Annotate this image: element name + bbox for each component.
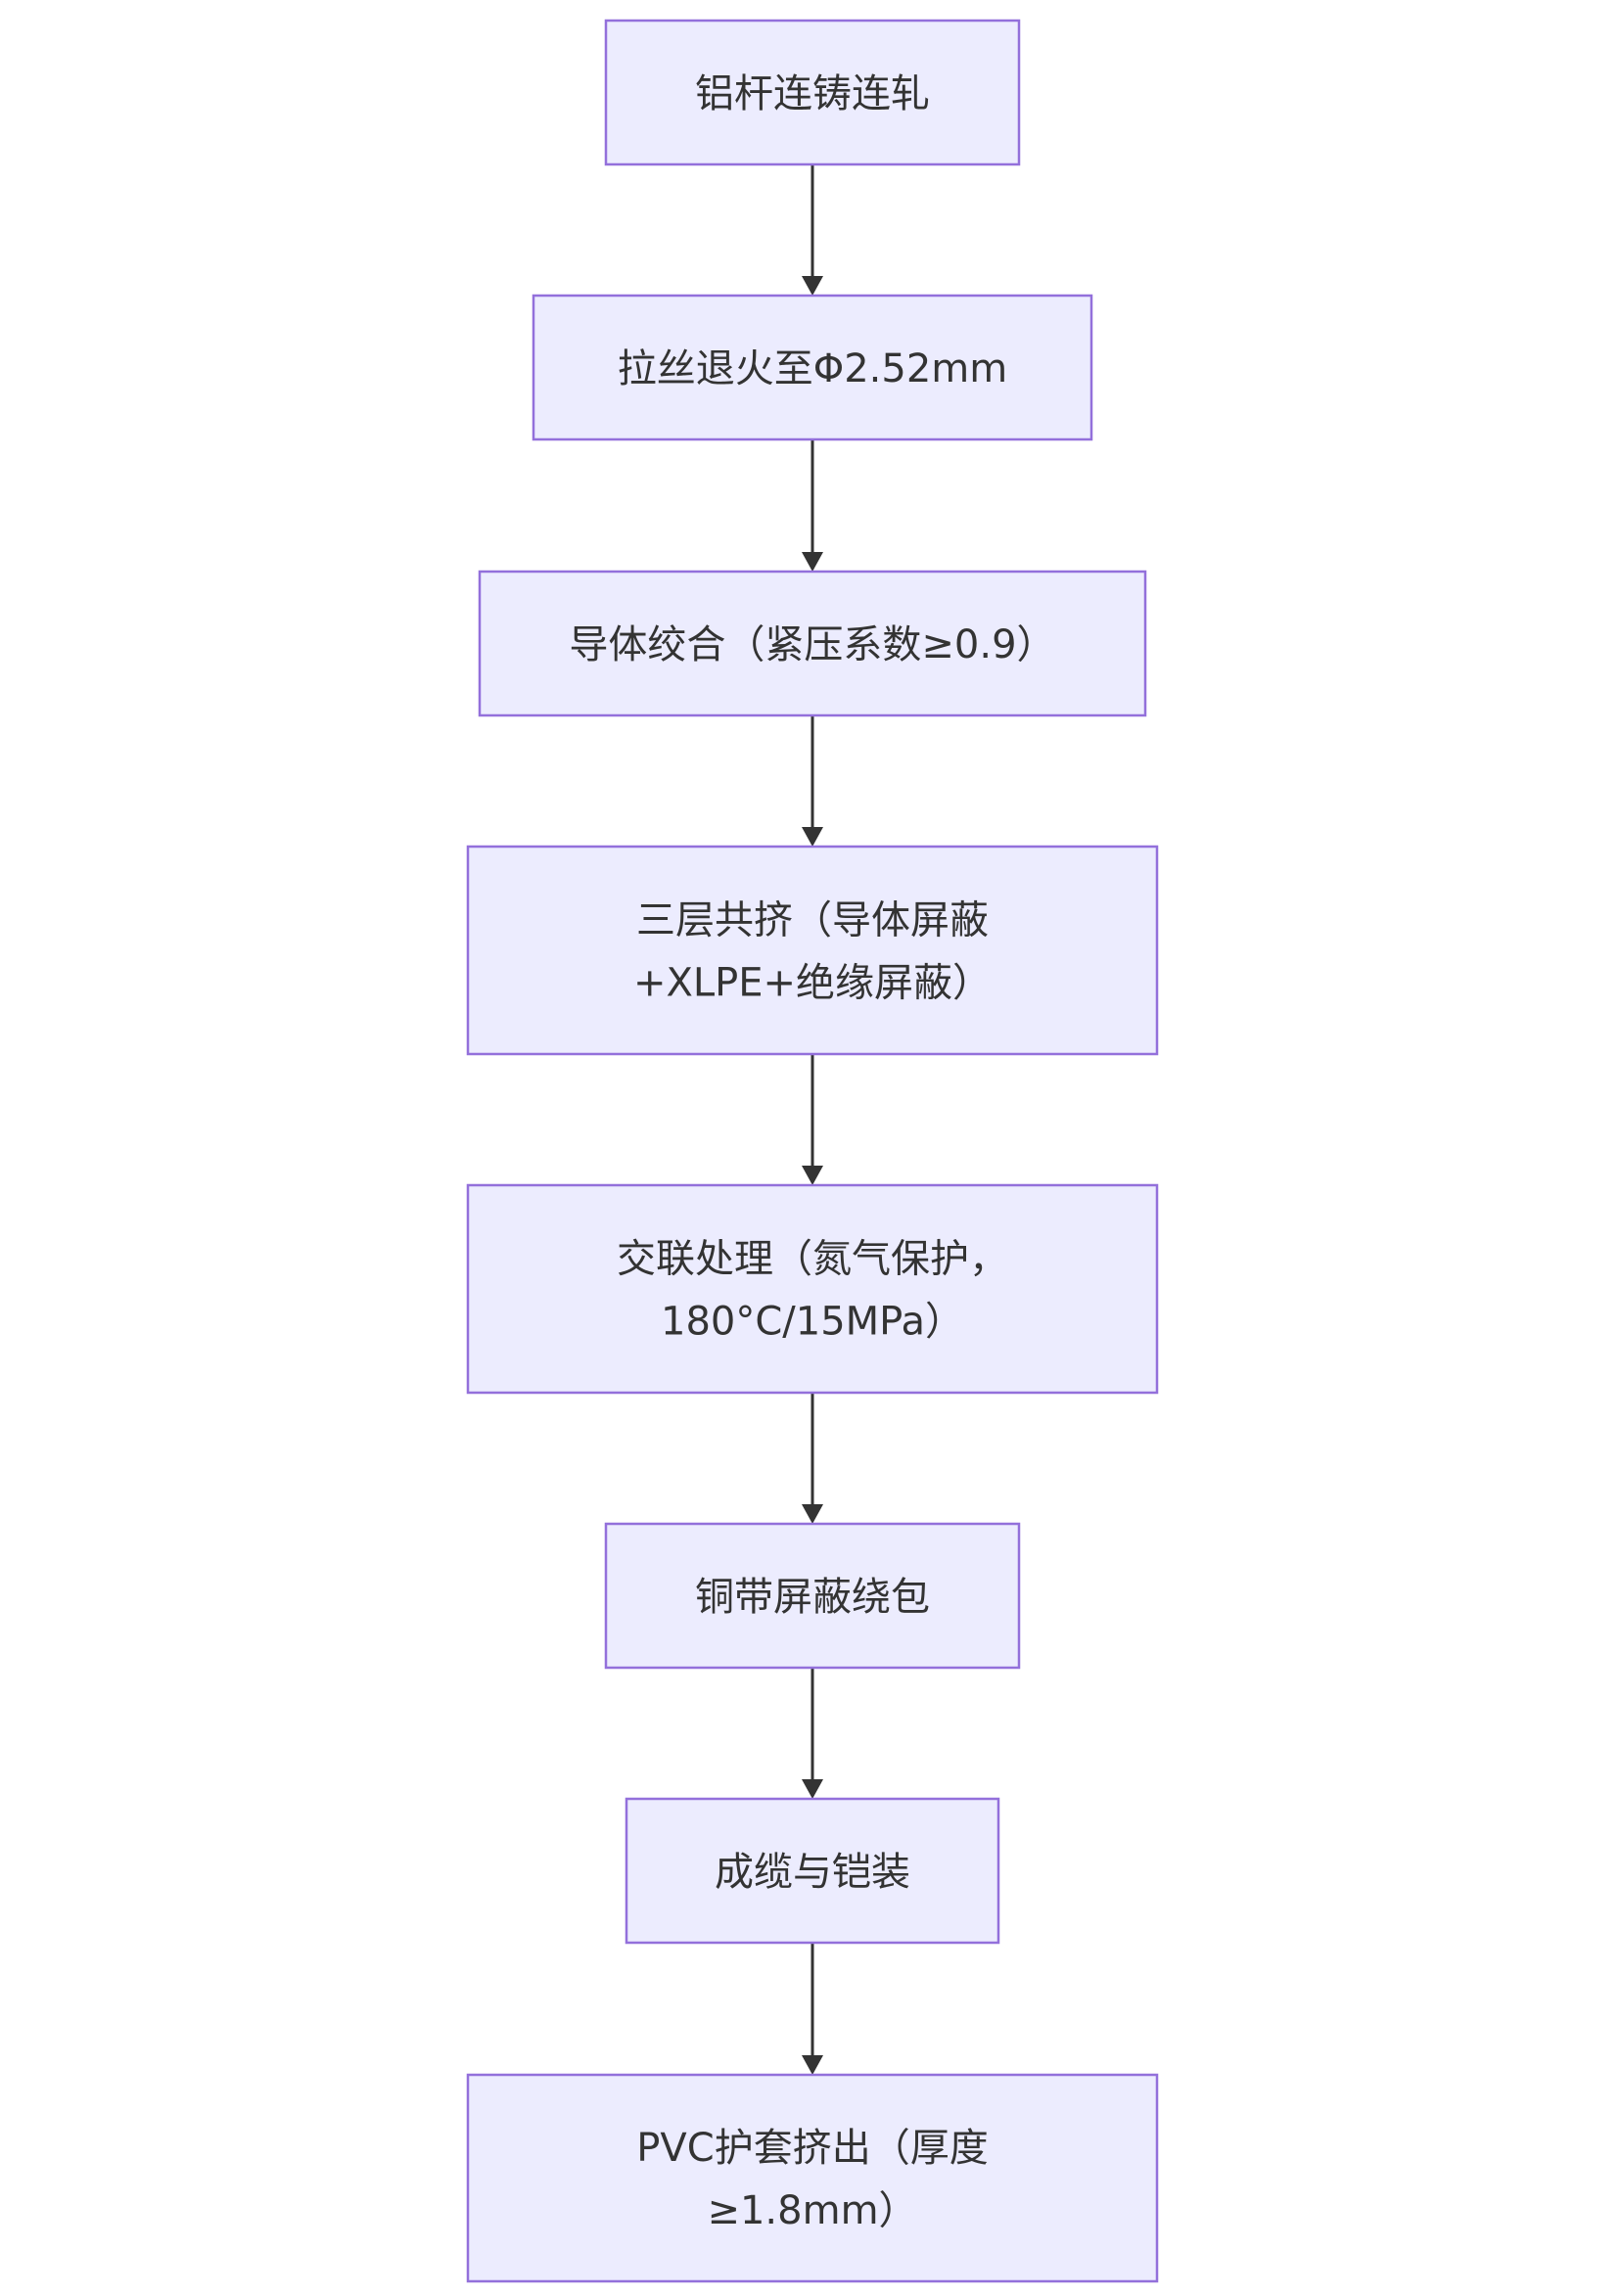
node-label-line: ≥1.8mm）: [707, 2188, 917, 2233]
arrow-head-icon: [802, 1504, 823, 1524]
node-label-line: 拉丝退火至Φ2.52mm: [618, 346, 1007, 391]
node-label-line: 铜带屏蔽绕包: [695, 1575, 930, 1620]
node-label-line: 导体绞合（紧压系数≥0.9）: [569, 622, 1055, 667]
node-cabling-armoring: 成缆与铠装: [625, 1797, 1000, 1945]
arrow-head-icon: [802, 1779, 823, 1799]
node-label-line: 180°C/15MPa）: [661, 1299, 964, 1344]
node-conductor-stranding: 导体绞合（紧压系数≥0.9）: [478, 570, 1147, 717]
node-copper-tape-shielding: 铜带屏蔽绕包: [604, 1522, 1021, 1670]
node-label-line: PVC护套挤出（厚度: [636, 2126, 988, 2171]
node-label-line: 三层共挤（导体屏蔽: [636, 897, 989, 942]
flow-arrow: [802, 1393, 823, 1524]
flow-arrow: [802, 164, 823, 296]
node-label-line: 铝杆连铸连轧: [695, 71, 930, 116]
flow-arrow: [802, 1943, 823, 2075]
arrow-head-icon: [802, 827, 823, 847]
arrow-head-icon: [802, 276, 823, 296]
arrow-head-icon: [802, 2055, 823, 2075]
flow-arrow: [802, 1054, 823, 1185]
arrow-head-icon: [802, 1166, 823, 1185]
flow-arrow: [802, 439, 823, 572]
node-triple-extrusion: 三层共挤（导体屏蔽 +XLPE+绝缘屏蔽）: [466, 845, 1159, 1056]
arrow-head-icon: [802, 552, 823, 572]
node-label-line: 交联处理（氮气保护，: [617, 1236, 1008, 1281]
node-label-line: 成缆与铠装: [715, 1850, 910, 1895]
node-wire-drawing-annealing: 拉丝退火至Φ2.52mm: [532, 294, 1093, 441]
edges-layer: [802, 164, 823, 2075]
node-pvc-sheath-extrusion: PVC护套挤出（厚度 ≥1.8mm）: [466, 2073, 1159, 2283]
node-crosslinking: 交联处理（氮气保护， 180°C/15MPa）: [466, 1183, 1159, 1395]
flow-arrow: [802, 715, 823, 847]
node-label-line: +XLPE+绝缘屏蔽）: [633, 960, 992, 1005]
flow-arrow: [802, 1668, 823, 1799]
node-aluminum-rod-casting: 铝杆连铸连轧: [604, 19, 1021, 166]
